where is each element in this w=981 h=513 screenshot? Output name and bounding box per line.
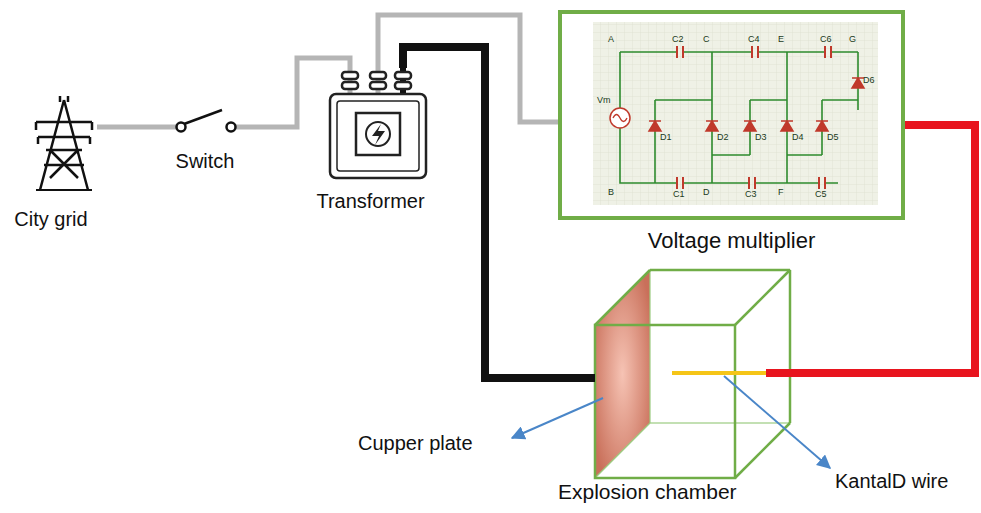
schematic-label: C5 (815, 190, 827, 200)
schematic-label: C2 (672, 35, 684, 45)
schematic-label: C1 (673, 190, 685, 200)
chamber-cube (595, 270, 790, 478)
node-label: City grid (14, 208, 87, 231)
part-label: KantalD wire (835, 470, 948, 492)
schematic-label: D2 (717, 133, 729, 143)
schematic-label: F (778, 188, 784, 198)
switch-node: Switch (160, 105, 250, 173)
schematic-label: D (703, 188, 710, 198)
schematic-label: D6 (863, 76, 875, 86)
schematic-label: G (849, 35, 856, 45)
grid-node: City grid (5, 95, 97, 231)
transformer-node: Transformer (298, 68, 443, 213)
switch-symbol (160, 110, 250, 132)
schematic-label: D1 (660, 133, 672, 143)
leader-line (512, 398, 603, 438)
schematic-label: D4 (792, 133, 804, 143)
wire (97, 125, 160, 130)
wire (403, 47, 595, 378)
schematic-label: C3 (745, 190, 757, 200)
multiplier-schematic (593, 22, 878, 205)
schematic-label: A (608, 35, 614, 45)
schematic-label: B (608, 188, 614, 198)
chamber-node: Explosion chamber (595, 270, 790, 478)
node-label: Voltage multiplier (562, 228, 901, 253)
schematic-label: Vm (597, 96, 611, 106)
schematic-label: C4 (748, 35, 760, 45)
transformer-icon (330, 68, 426, 178)
leader-line (724, 376, 830, 468)
wire (378, 15, 558, 122)
schematic-label: E (778, 35, 784, 45)
wire (250, 58, 350, 127)
schematic-label: D5 (827, 133, 839, 143)
node-label: Explosion chamber (558, 480, 737, 504)
part-label: Cupper plate (358, 432, 473, 454)
schematic-label: C6 (820, 35, 832, 45)
schematic-label: D3 (755, 133, 767, 143)
schematic-label: C (703, 35, 710, 45)
node-label: Switch (176, 150, 235, 173)
tower-icon (36, 96, 92, 190)
node-label: Transformer (316, 190, 424, 213)
